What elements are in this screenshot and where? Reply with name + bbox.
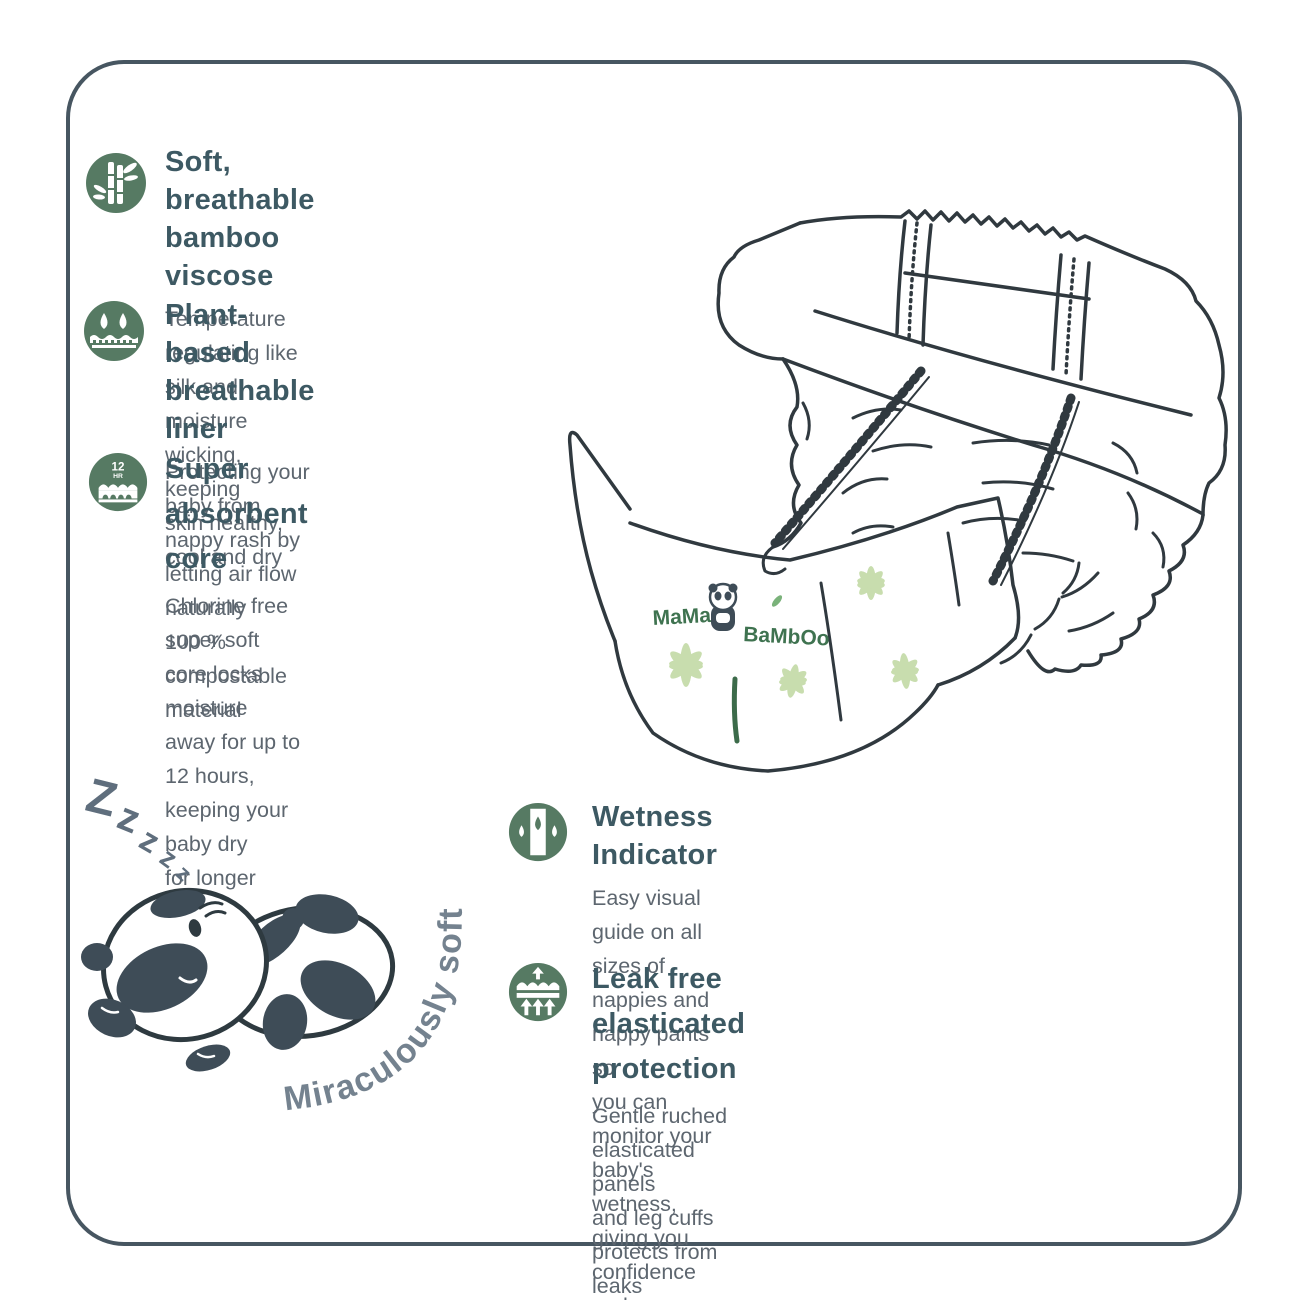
feature-title: Super absorbent core: [165, 447, 308, 582]
feature-body-line: core locks moisture: [165, 662, 262, 720]
feature-body-line: away for up to 12 hours,: [165, 730, 301, 788]
feature-body: Temperature regulating like silk and moi…: [165, 302, 315, 574]
logo-leaf-sprout: [771, 595, 783, 607]
feature-title: Wetness Indicator: [592, 801, 718, 871]
feature-body-line: Easy visual guide on all sizes of nappie…: [592, 886, 710, 1080]
feature-body: Protecting your baby from nappy rash by …: [165, 455, 315, 727]
nappy-illustration: MaMa BaMbOo: [567, 209, 1228, 773]
feature-title-line: absorbent core: [165, 498, 308, 575]
feature-body: Easy visual guide on all sizes of nappie…: [592, 881, 717, 1300]
elastic-protection-icon-svg: [508, 962, 568, 1022]
icon-hr-label: HR: [113, 473, 123, 480]
feature-title: Leak free elasticated protection: [592, 957, 745, 1092]
feature-body-line: naturally: [165, 596, 247, 620]
feature-body-line: keeping your baby dry: [165, 798, 289, 856]
bamboo-icon: [84, 151, 148, 215]
absorbent-core-12hr-icon-svg: 12 HR: [88, 452, 148, 512]
feature-title-line: Super: [165, 453, 249, 485]
brand-logo-bamboo: BaMbOo: [743, 623, 830, 650]
icon-12-label: 12: [112, 460, 125, 473]
panda-illustration: Miraculously soft: [81, 887, 468, 1118]
brand-logo-mama: MaMa: [652, 604, 712, 630]
wetness-indicator-icon-svg: [508, 802, 568, 862]
feature-body-line: Gentle ruched elasticated panels: [592, 1104, 728, 1196]
feature-body-line: 100 % compostable material: [165, 630, 287, 722]
bamboo-leaf-print: [669, 566, 919, 698]
feature-body: Gentle ruched elasticated panels and leg…: [592, 1099, 745, 1300]
feature-body-line: and leg cuffs protects from leaks: [592, 1206, 718, 1298]
liner-droplets-icon: [82, 299, 146, 363]
liner-droplets-icon-svg: [84, 301, 144, 361]
feature-body-line: and reassurance: [592, 1289, 717, 1300]
feature-title: Plant-based breathable liner: [165, 299, 315, 445]
absorbent-core-12hr-icon: 12 HR: [87, 451, 149, 513]
brand-logo-panda-icon: [708, 582, 738, 631]
bamboo-icon-svg: [86, 153, 146, 213]
feature-title: Soft, breathable bamboo viscose: [165, 146, 315, 292]
feature-body-line: skin healthy, cool and dry: [165, 511, 283, 569]
feature-body-line: you can monitor your baby's wetness, giv…: [592, 1090, 712, 1284]
elastic-protection-icon: [507, 961, 569, 1023]
feature-body-line: Protecting your baby from nappy rash by …: [165, 460, 310, 586]
wetness-indicator-icon: [507, 801, 569, 863]
feature-title-line: Leak free elasticated: [592, 963, 746, 1040]
feature-card-border: [66, 60, 1242, 1246]
feature-body: Chlorine free super soft core locks mois…: [165, 589, 308, 895]
brand-logo: MaMa BaMbOo: [652, 582, 830, 651]
feature-body-line: Temperature regulating like silk and moi…: [165, 307, 298, 501]
feature-body-line: for longer: [165, 866, 256, 890]
feature-body-line: Chlorine free super soft: [165, 594, 289, 652]
feature-title-line: protection: [592, 1053, 737, 1085]
